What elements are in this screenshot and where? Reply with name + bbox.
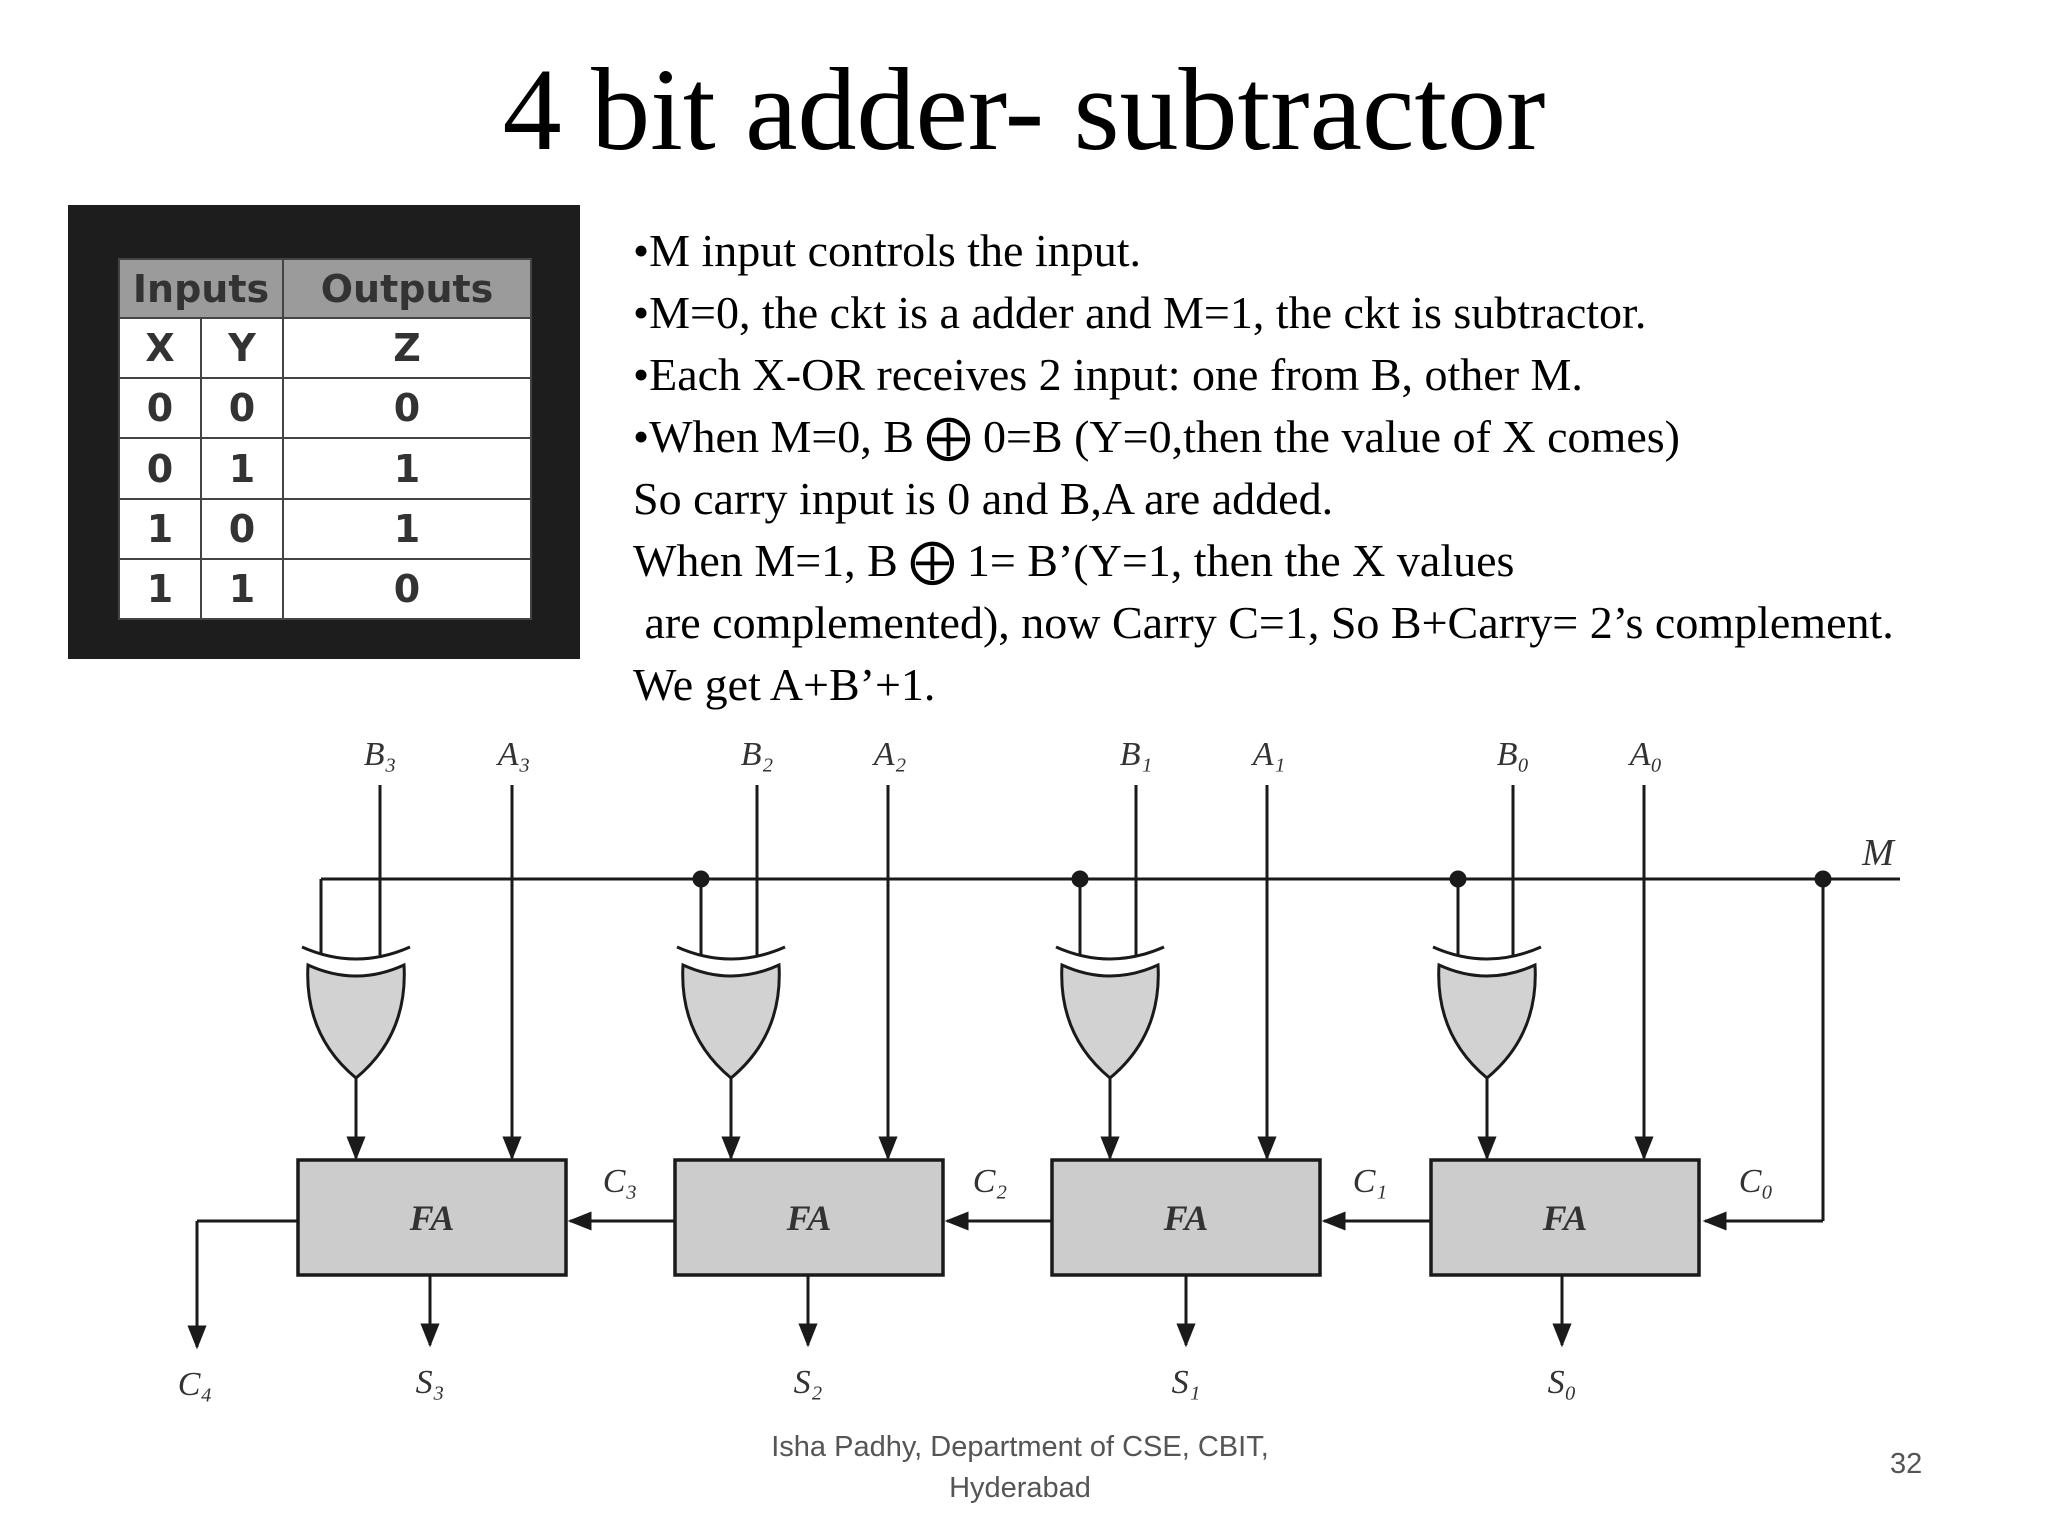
a-input-label: A₀ (1628, 736, 1663, 773)
a-input-label: A₃ (496, 736, 531, 773)
b-input-label: B₂ (741, 736, 774, 773)
cell-x: 0 (118, 377, 202, 440)
bullet-line: •M input controls the input. (633, 225, 1142, 276)
xor-gate (1437, 962, 1537, 1080)
b-input-label: B₁ (1120, 736, 1153, 773)
xor-gate (1060, 962, 1160, 1080)
a-input-label: A₂ (872, 736, 907, 773)
cell-x: 1 (118, 497, 202, 560)
full-adder-label: FA (786, 1198, 832, 1238)
outputs-header: Outputs (282, 257, 532, 320)
sum-output-label: S₂ (794, 1364, 823, 1401)
bullet-line: We get A+B’+1. (633, 659, 936, 710)
table-row: 0 0 0 (118, 377, 532, 440)
cell-z: 0 (282, 377, 532, 440)
bullet-line: are complemented), now Carry C=1, So B+C… (633, 597, 1894, 648)
footer-line-1: Isha Padhy, Department of CSE, CBIT, (771, 1431, 1269, 1463)
full-adder-block (1429, 1158, 1701, 1277)
xor-gate-arc (676, 945, 786, 961)
table-row: 1 0 1 (118, 497, 532, 560)
sum-output-label: S₃ (416, 1364, 445, 1401)
truth-table-panel: Inputs Outputs X Y Z 0 0 0 0 1 1 1 0 1 1… (68, 205, 580, 659)
carry-label: C₀ (1739, 1163, 1774, 1200)
bullet-line: •Each X-OR receives 2 input: one from B,… (633, 349, 1583, 400)
carry-label: C₁ (1353, 1163, 1388, 1200)
full-adder-block (673, 1158, 945, 1277)
carry-label: C₂ (973, 1163, 1008, 1200)
cell-x: 0 (118, 437, 202, 500)
b-input-label: B₃ (364, 736, 397, 773)
xor-gate-arc (1055, 945, 1165, 961)
footer-credit: Isha Padhy, Department of CSE, CBIT, Hyd… (740, 1427, 1300, 1509)
column-x-header: X (118, 317, 202, 380)
column-y-header: Y (200, 317, 284, 380)
junction-dot (1814, 870, 1832, 888)
table-row: 0 1 1 (118, 437, 532, 500)
xor-gate (681, 962, 781, 1080)
truth-table: Inputs Outputs X Y Z 0 0 0 0 1 1 1 0 1 1… (118, 257, 532, 621)
sum-output-label: S₁ (1172, 1364, 1201, 1401)
cell-z: 1 (282, 437, 532, 500)
xor-gate-arc (301, 945, 411, 961)
footer-line-2: Hyderabad (949, 1472, 1091, 1504)
bullet-line: •M=0, the ckt is a adder and M=1, the ck… (633, 287, 1647, 338)
inputs-header: Inputs (118, 257, 284, 320)
slide-title: 4 bit adder- subtractor (502, 44, 1546, 175)
cell-y: 1 (200, 437, 284, 500)
cell-z: 0 (282, 557, 532, 621)
sum-output-label: S₀ (1548, 1364, 1577, 1401)
xor-gate (306, 962, 406, 1080)
cell-x: 1 (118, 557, 202, 621)
page-number: 32 (1890, 1448, 1923, 1480)
table-row: 1 1 0 (118, 557, 532, 621)
cell-y: 1 (200, 557, 284, 621)
cell-y: 0 (200, 377, 284, 440)
explanation-text: •M input controls the input. •M=0, the c… (633, 220, 2043, 716)
full-adder-label: FA (409, 1198, 455, 1238)
a-input-label: A₁ (1251, 736, 1286, 773)
bullet-line: •When M=0, B ⨁ 0=B (Y=0,then the value o… (633, 411, 1680, 462)
bullet-line: So carry input is 0 and B,A are added. (633, 473, 1334, 524)
carry-label: C₃ (603, 1163, 638, 1200)
xor-gate-arc (1432, 945, 1542, 961)
b-input-label: B₀ (1497, 736, 1530, 773)
bullet-line: When M=1, B ⨁ 1= B’(Y=1, then the X valu… (633, 535, 1515, 586)
full-adder-label: FA (1163, 1198, 1209, 1238)
m-label: M (1861, 832, 1896, 874)
full-adder-label: FA (1542, 1198, 1588, 1238)
full-adder-block (296, 1158, 568, 1277)
carry-out-label: C₄ (178, 1366, 213, 1403)
column-z-header: Z (282, 317, 532, 380)
cell-y: 0 (200, 497, 284, 560)
cell-z: 1 (282, 497, 532, 560)
